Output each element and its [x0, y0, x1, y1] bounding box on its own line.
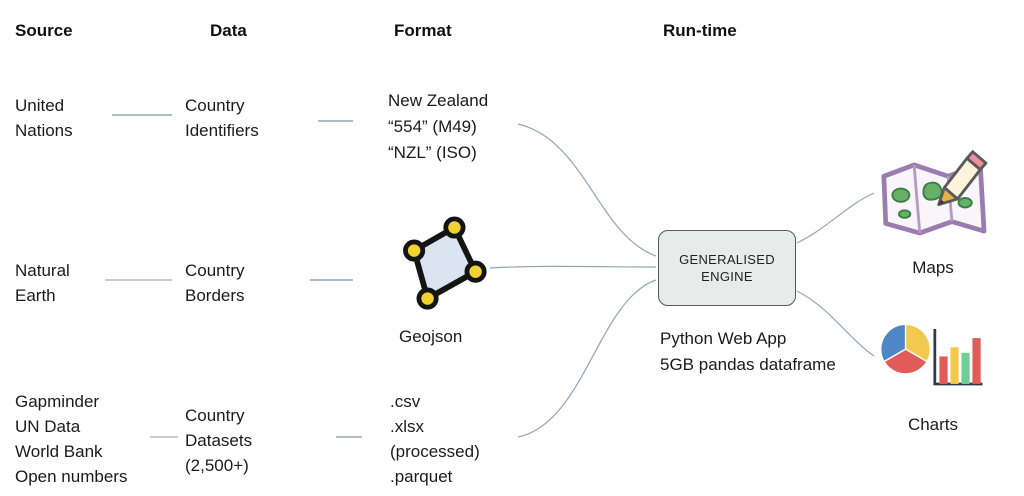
engine-description: Python Web App 5GB pandas dataframe — [660, 329, 836, 374]
geojson-polygon — [411, 224, 479, 302]
geojson-vertex — [443, 216, 466, 239]
column-header-runtime: Run-time — [663, 21, 737, 40]
row1-source-united-nations: United Nations — [15, 96, 73, 140]
row3-source-dataset-providers: Gapminder UN Data World Bank Open number… — [15, 392, 128, 486]
geojson-polygon-icon — [403, 216, 487, 310]
geojson-vertex — [403, 239, 426, 262]
row3-format-file-types: .csv .xlsx (processed) .parquet — [390, 392, 480, 486]
curve-format3-engine — [517, 279, 657, 438]
map-land — [922, 181, 943, 201]
output-label-charts: Charts — [907, 415, 959, 434]
pencil-lead — [938, 199, 945, 205]
bar-yellow — [950, 347, 959, 384]
geojson-vertex — [464, 260, 487, 283]
curve-engine-maps — [796, 192, 875, 244]
row3-data-country-datasets: Country Datasets (2,500+) — [185, 406, 253, 475]
map-land — [891, 187, 911, 203]
bar-red-tall — [972, 338, 981, 384]
column-header-data: Data — [210, 21, 247, 40]
row1-format-codes: New Zealand “554” (M49) “NZL” (ISO) — [388, 91, 489, 162]
row2-data-country-borders: Country Borders — [185, 261, 245, 305]
output-label-maps: Maps — [912, 258, 954, 277]
map-land — [898, 209, 912, 219]
pencil-eraser — [965, 150, 988, 172]
pie-slice-red — [883, 348, 928, 375]
map-pencil-icon — [881, 150, 988, 236]
generalised-engine-node: GENERALISED ENGINE — [658, 230, 796, 306]
curve-geojson-engine — [489, 265, 657, 269]
bar-chart-axis — [933, 328, 983, 386]
column-header-format: Format — [394, 21, 452, 40]
column-header-source: Source — [15, 21, 73, 40]
map-land — [957, 197, 973, 209]
row2-format-geojson-label: Geojson — [399, 327, 463, 346]
bar-red — [939, 356, 948, 384]
pie-bar-chart-icon — [880, 323, 983, 386]
map-fold-line — [912, 164, 922, 234]
row2-source-natural-earth: Natural Earth — [15, 261, 70, 305]
pie-slice-blue — [880, 323, 907, 363]
curve-format1-engine — [517, 123, 657, 257]
pencil-tip — [937, 186, 959, 207]
bar-green — [961, 352, 970, 384]
geojson-vertex — [416, 287, 439, 310]
row1-data-country-identifiers: Country Identifiers — [185, 96, 259, 140]
